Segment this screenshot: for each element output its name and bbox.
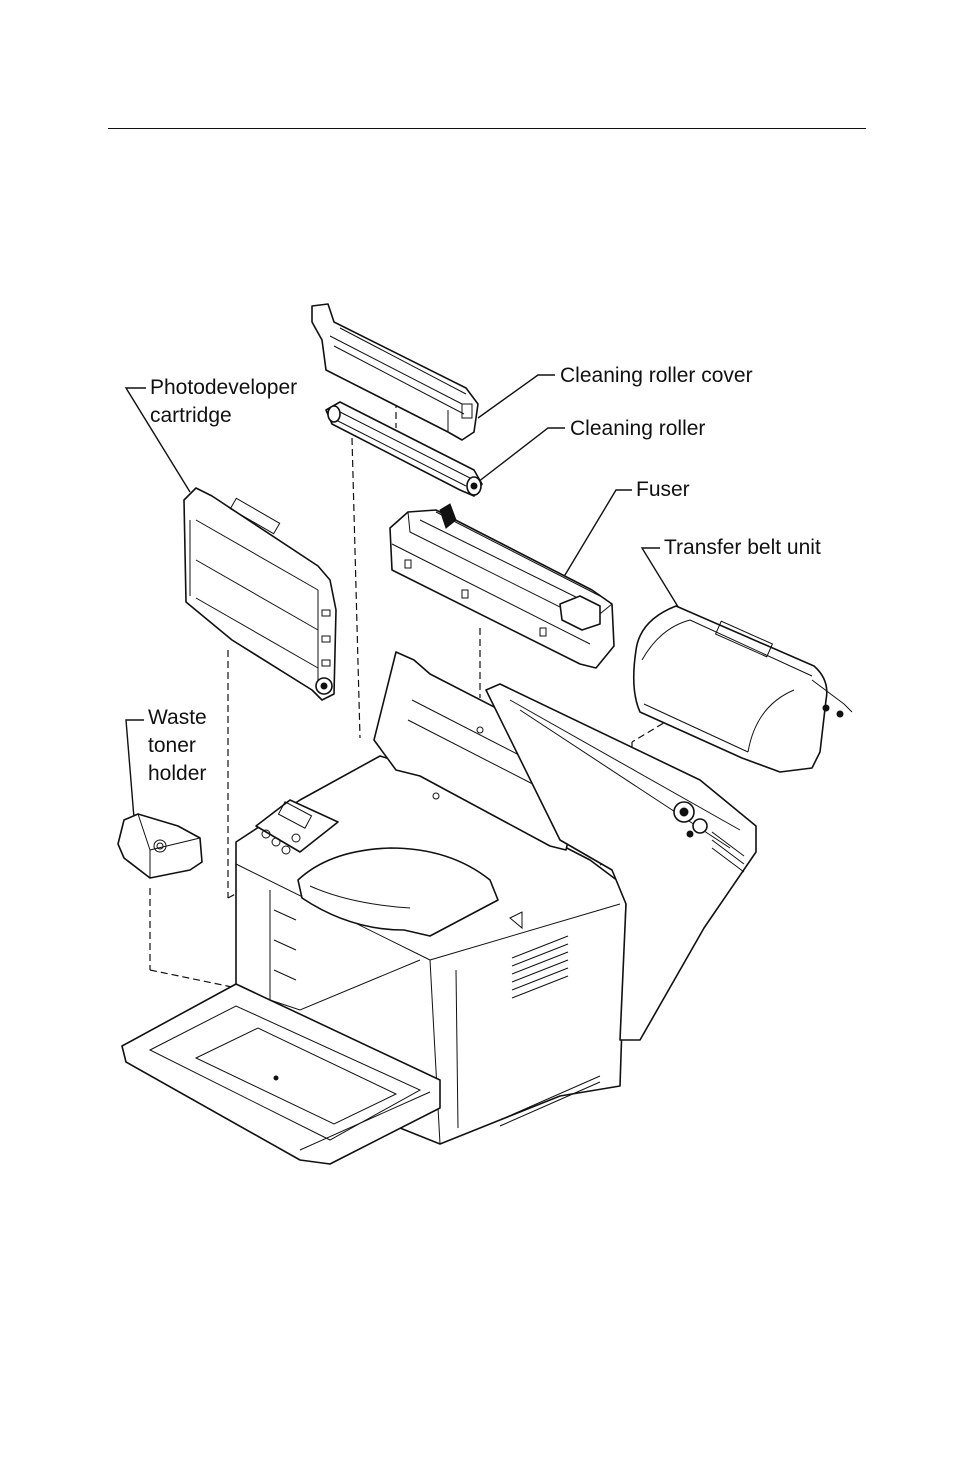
printer-body <box>122 652 756 1164</box>
transfer-belt-unit <box>634 606 852 772</box>
photodeveloper-cartridge <box>184 488 336 700</box>
label-cleaning-roller: Cleaning roller <box>570 417 705 441</box>
fuser <box>390 504 614 668</box>
label-waste-line3: holder <box>148 760 207 788</box>
label-transfer-belt-unit: Transfer belt unit <box>664 536 821 560</box>
label-fuser: Fuser <box>636 478 690 502</box>
label-photodeveloper-line2: cartridge <box>150 402 297 430</box>
label-waste-line2: toner <box>148 732 207 760</box>
label-cleaning-roller-cover: Cleaning roller cover <box>560 364 753 388</box>
waste-toner-holder <box>118 814 202 878</box>
label-waste-toner-holder: Waste toner holder <box>148 704 207 788</box>
label-waste-line1: Waste <box>148 704 207 732</box>
label-photodeveloper-line1: Photodeveloper <box>150 374 297 402</box>
label-photodeveloper-cartridge: Photodeveloper cartridge <box>150 374 297 430</box>
